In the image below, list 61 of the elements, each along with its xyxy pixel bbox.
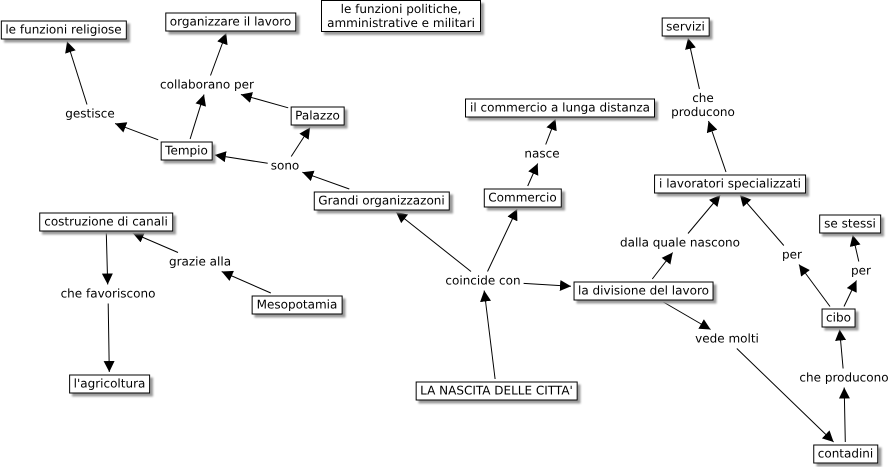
arrow — [132, 232, 178, 253]
arrow — [290, 127, 310, 157]
arrow — [102, 232, 113, 285]
arrow — [527, 163, 538, 186]
concept-box: l'agricoltura — [68, 374, 150, 393]
arrow — [545, 118, 557, 145]
concept-box: servizi — [661, 17, 710, 36]
arrow — [835, 329, 846, 369]
concept-box: Palazzo — [290, 106, 345, 126]
linking-phrase: per — [850, 264, 872, 278]
linking-phrase: per — [781, 248, 803, 262]
arrow — [850, 234, 861, 262]
arrow — [65, 41, 88, 105]
arrow — [240, 92, 289, 108]
arrow — [736, 348, 834, 442]
concept-box: contadini — [812, 444, 878, 463]
linking-phrase: nasce — [523, 146, 561, 162]
arrow — [523, 280, 572, 292]
arrow — [480, 290, 496, 380]
linking-phrase: grazie alla — [168, 254, 232, 270]
concept-box: se stessi — [819, 214, 881, 233]
arrow — [706, 120, 726, 172]
arrow — [214, 151, 268, 164]
arrow — [104, 303, 115, 372]
concept-box: i lavoratori specializzati — [654, 174, 806, 193]
linking-phrase: gestisce — [64, 106, 116, 122]
concept-box: cibo — [821, 308, 856, 328]
arrow — [685, 38, 700, 90]
linking-phrase: vede molti — [694, 332, 760, 346]
concept-box: Grandi organizzazoni — [313, 191, 450, 210]
arrow — [662, 302, 712, 330]
arrow — [688, 194, 721, 234]
arrow — [210, 32, 228, 76]
linking-phrase: che producono — [798, 370, 890, 386]
concept-box: il commercio a lunga distanza — [465, 98, 655, 117]
concept-box: Tempio — [160, 141, 213, 160]
arrow — [302, 170, 350, 190]
linking-phrase: collaborano per — [159, 78, 255, 92]
arrow — [487, 208, 518, 272]
arrow — [221, 270, 272, 294]
concept-box: organizzare il lavoro — [164, 12, 296, 31]
concept-box: LA NASCITA DELLE CITTA' — [415, 381, 578, 400]
linking-phrase: che favoriscono — [60, 286, 156, 302]
linking-phrase: dalla quale nascono — [619, 236, 741, 250]
concept-box: Mesopotamia — [252, 295, 342, 314]
arrow — [396, 212, 472, 272]
linking-phrase: sono — [270, 158, 300, 174]
arrow — [844, 280, 857, 307]
arrow — [740, 194, 784, 246]
concept-box: le funzioni politiche, amministrative e militari — [321, 0, 481, 32]
arrow — [114, 122, 159, 140]
concept-box: le funzioni religiose — [0, 20, 127, 40]
arrow — [798, 264, 830, 307]
arrow — [190, 94, 206, 140]
arrow — [652, 252, 674, 280]
arrow — [838, 387, 850, 442]
linking-phrase: che producono — [665, 91, 741, 119]
concept-box: costruzione di canali — [39, 212, 173, 231]
linking-phrase: coincide con — [444, 274, 522, 288]
concept-box: Commercio — [483, 188, 562, 207]
concept-box: la divisione del lavoro — [573, 281, 714, 300]
